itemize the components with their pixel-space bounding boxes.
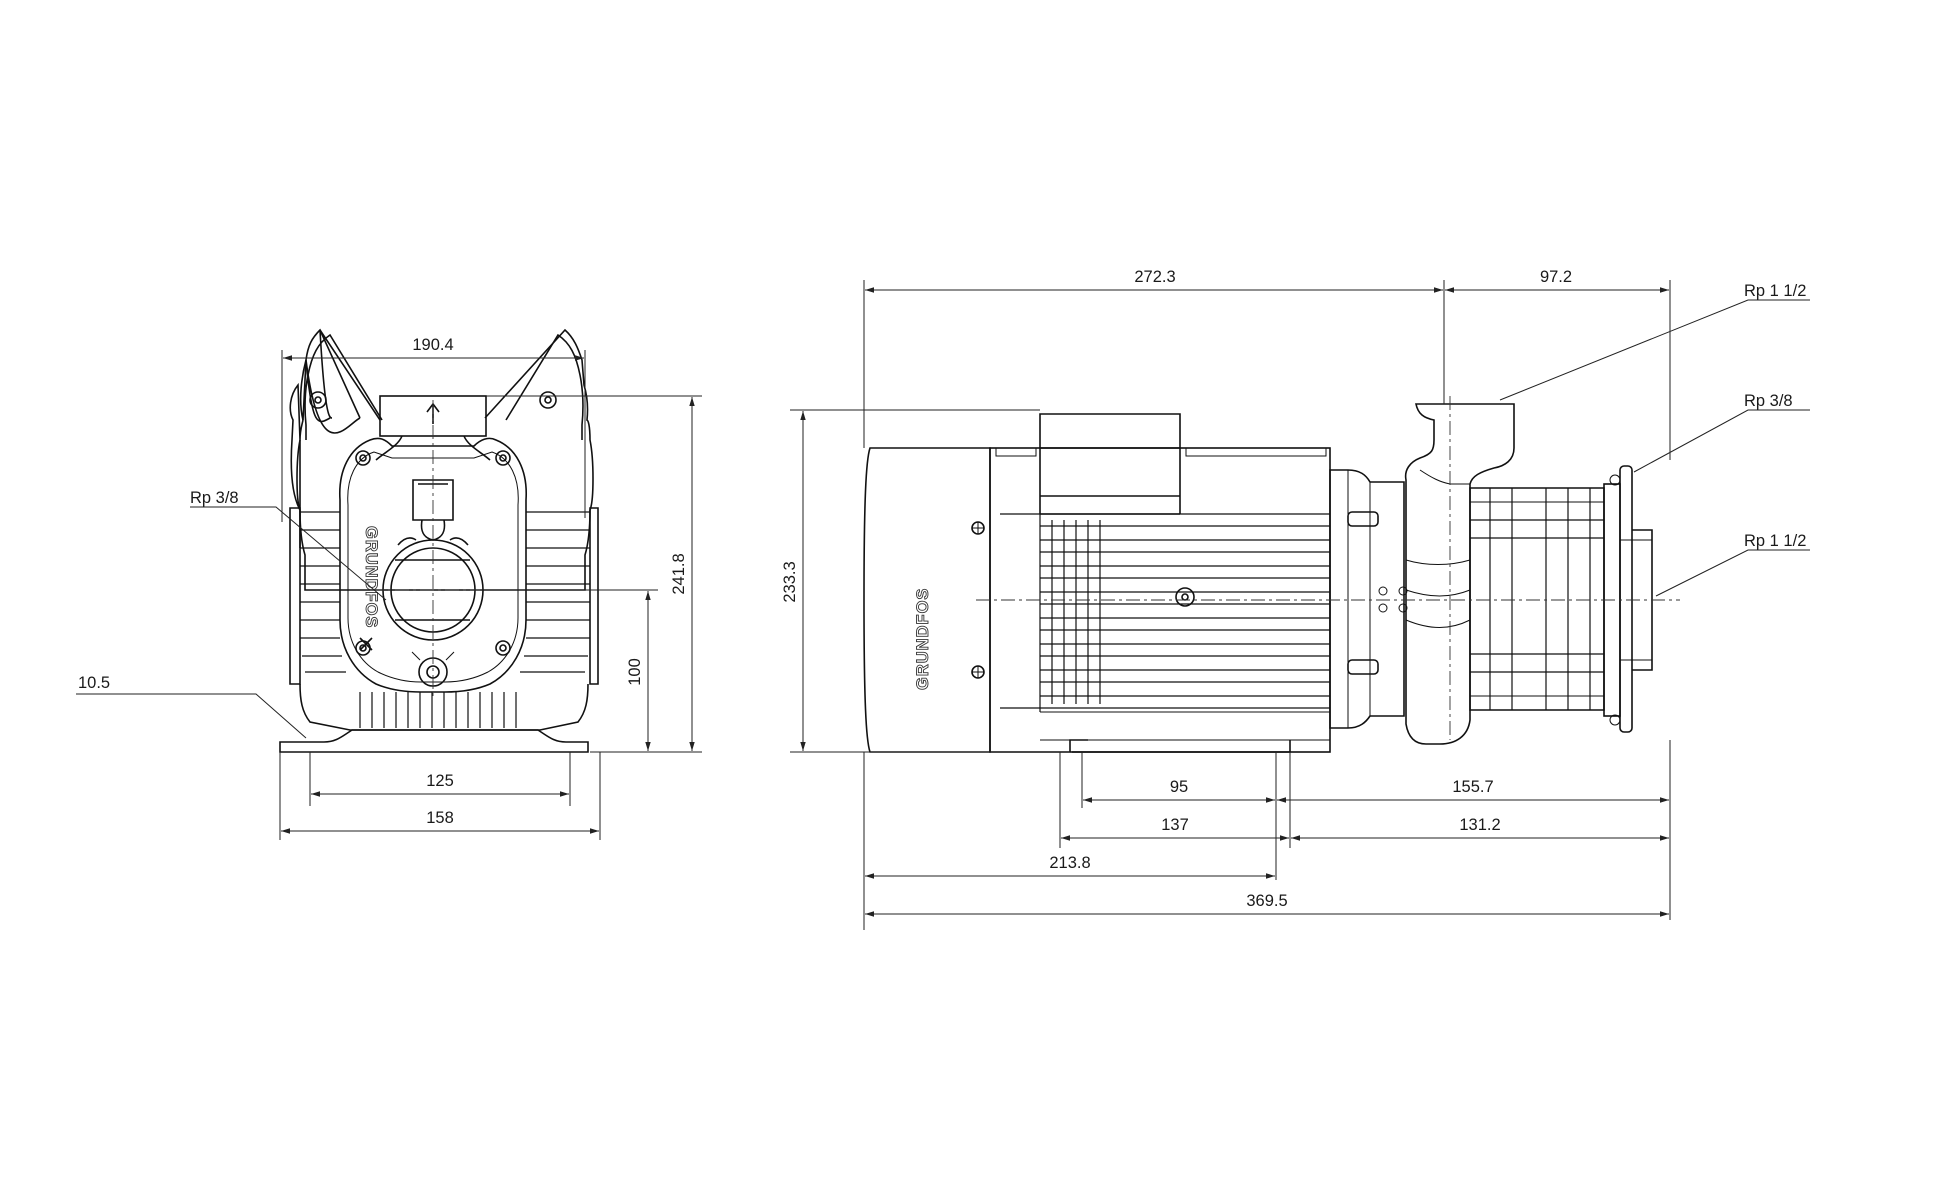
dim-233-3: 233.3 [781,561,799,602]
dim-272-3: 272.3 [1134,268,1175,286]
dim-95: 95 [1170,778,1188,796]
dim-131-2: 131.2 [1459,816,1500,834]
dim-155-7: 155.7 [1452,778,1493,796]
front-view: GRUNDFOS [279,328,599,753]
side-brand-logo: GRUNDFOS [914,588,932,690]
callout-priming-rp-3-8: Rp 3/8 [1744,392,1793,410]
dim-125: 125 [426,772,454,790]
front-housing-outline [289,382,304,548]
dim-158: 158 [426,809,454,827]
dim-97-2: 97.2 [1540,268,1572,286]
front-view-dimensions: 190.4 241.8 100 125 158 10.5 Rp 3/8 [76,336,702,840]
front-foot [279,729,589,753]
side-view: GRUNDFOS [863,396,1680,753]
dim-241-8: 241.8 [670,553,688,594]
side-view-dimensions: 272.3 97.2 233.3 95 155.7 137 131.2 213.… [781,268,1810,930]
callout-outlet-rp-1-1-2: Rp 1 1/2 [1744,282,1806,300]
front-brand-logo: GRUNDFOS [362,526,380,628]
terminal-box [1039,413,1181,515]
dim-100: 100 [626,658,644,686]
outlet-port [1404,403,1515,745]
dim-213-8: 213.8 [1049,854,1090,872]
bearing-bracket [1329,469,1405,729]
dim-137: 137 [1161,816,1189,834]
fan-cover [863,447,991,753]
dim-10-5: 10.5 [78,674,110,692]
callout-front-rp-3-8: Rp 3/8 [190,489,239,507]
dim-369-5: 369.5 [1246,892,1287,910]
dim-190-4: 190.4 [412,336,453,354]
callout-inlet-rp-1-1-2: Rp 1 1/2 [1744,532,1806,550]
